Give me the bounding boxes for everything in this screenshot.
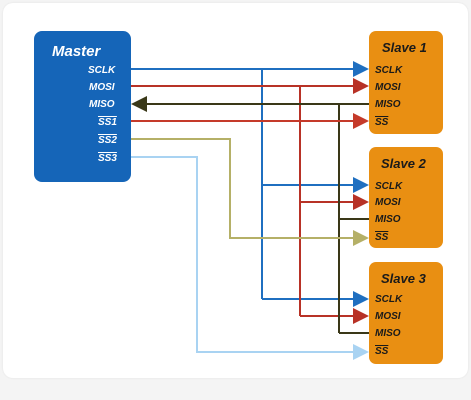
- master-pin-ss3: SS3: [98, 153, 117, 164]
- master-title: Master: [52, 43, 102, 60]
- slave-2-pin-ss: SS: [375, 232, 389, 243]
- slave-2-title: Slave 2: [381, 156, 427, 171]
- slave-3-title: Slave 3: [381, 271, 427, 286]
- master-pin-ss1: SS1: [98, 117, 117, 128]
- slave-1-box: [369, 31, 443, 134]
- wire-ss3: [131, 156, 369, 360]
- slave-3-pin-mosi: MOSI: [375, 311, 401, 322]
- slave-3-pin-ss: SS: [375, 346, 389, 357]
- wire-ss2: [131, 138, 369, 246]
- slave-3-pin-sclk: SCLK: [375, 294, 403, 305]
- slave-3-pin-miso: MISO: [375, 328, 401, 339]
- slave-1-title: Slave 1: [382, 40, 427, 55]
- slave-1-pin-ss: SS: [375, 117, 389, 128]
- slave-2-pin-sclk: SCLK: [375, 181, 403, 192]
- master-box: [34, 31, 131, 182]
- slave-2-pin-miso: MISO: [375, 214, 401, 225]
- master-pin-sclk: SCLK: [88, 65, 116, 76]
- slave-2-pin-mosi: MOSI: [375, 197, 401, 208]
- slave-2-box: [369, 147, 443, 248]
- master-pin-ss2: SS2: [98, 135, 117, 146]
- slave-1-pin-sclk: SCLK: [375, 65, 403, 76]
- master-pin-miso: MISO: [89, 99, 115, 110]
- slave-1-pin-miso: MISO: [375, 99, 401, 110]
- slave-3-box: [369, 262, 443, 364]
- master-pin-mosi: MOSI: [89, 82, 115, 93]
- slave-1-pin-mosi: MOSI: [375, 82, 401, 93]
